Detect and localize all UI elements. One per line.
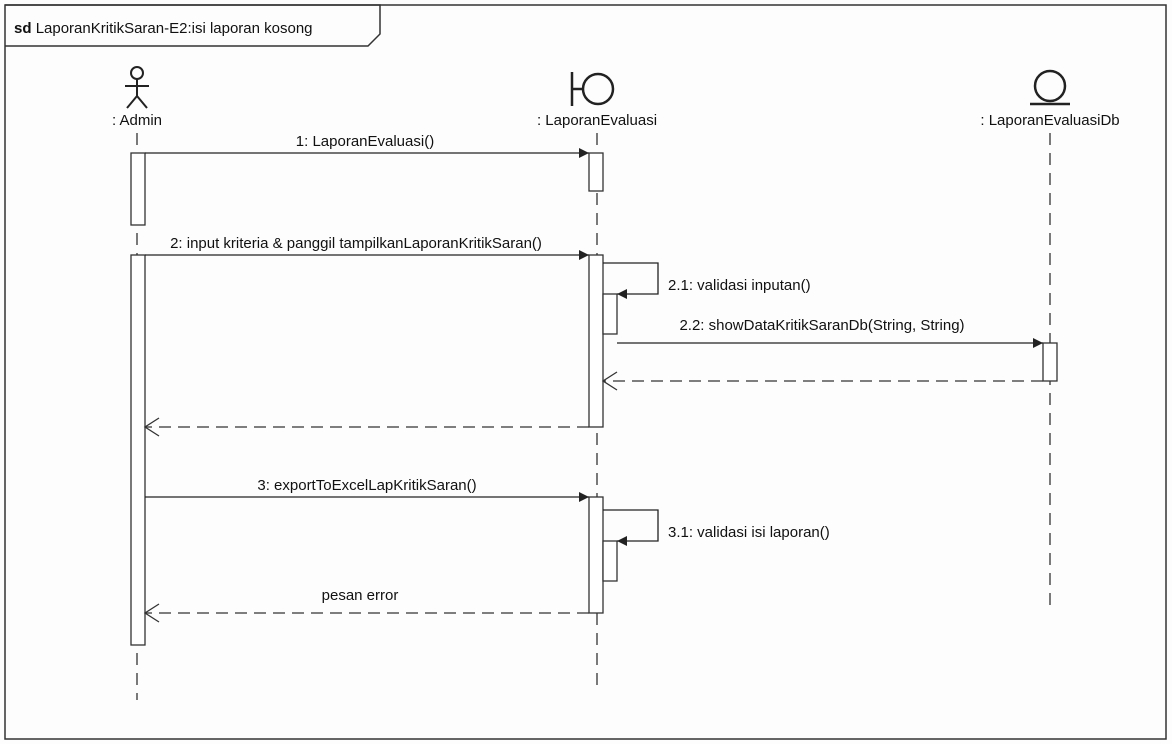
actor-icon [125,66,149,109]
message-label-2-1: 2.1: validasi inputan() [668,277,811,294]
activation-entity [1042,342,1058,382]
activation-boundary-3 [588,496,604,614]
message-label-2: 2: input kriteria & panggil tampilkanLap… [170,235,542,252]
boundary-icon [570,72,615,106]
frame-border [4,4,1167,740]
message-label-3-1: 3.1: validasi isi laporan() [668,524,830,541]
entity-icon [1030,69,1070,106]
activation-boundary-3-nested [602,540,618,582]
message-label-2-2: 2.2: showDataKritikSaranDb(String, Strin… [679,317,964,334]
lifeline-label-admin: : Admin [112,112,162,129]
activation-boundary-2-nested [602,293,618,335]
lifeline-label-entity: : LaporanEvaluasiDb [980,112,1119,129]
lifeline-label-boundary: : LaporanEvaluasi [537,112,657,129]
activation-boundary-2 [588,254,604,428]
frame-tab [5,4,381,47]
message-arrow-3-1 [603,509,659,546]
message-label-3: 3: exportToExcelLapKritikSaran() [257,477,476,494]
message-label-pesan-error: pesan error [322,587,399,604]
activation-boundary-1 [588,152,604,192]
frame-title: sd LaporanKritikSaran-E2:isi laporan kos… [14,20,313,37]
message-label-1: 1: LaporanEvaluasi() [296,133,434,150]
activation-admin-1 [130,152,146,226]
return-arrowhead-2 [143,417,160,437]
message-arrow-2-1 [603,262,659,299]
return-arrowhead-3 [143,603,160,623]
return-arrowhead-2-2 [601,371,618,391]
activation-admin-2 [130,254,146,646]
